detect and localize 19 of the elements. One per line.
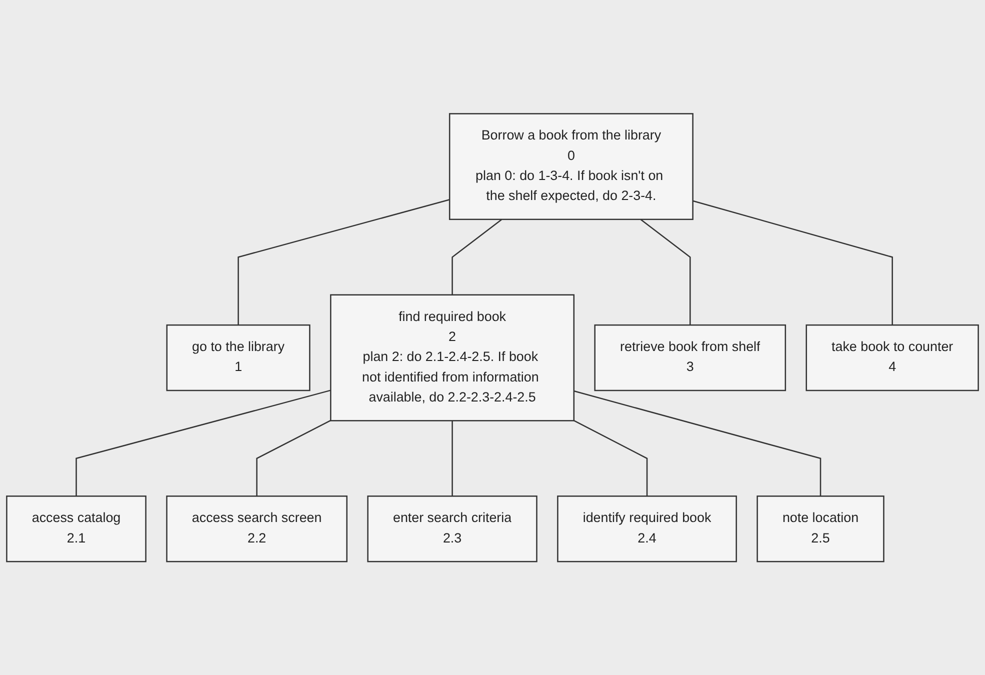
connector: [574, 420, 648, 496]
node-box: access search screen 2.2: [166, 495, 348, 562]
node-box: enter search criteria 2.3: [367, 495, 538, 562]
connector: [574, 390, 822, 496]
connector: [640, 218, 691, 325]
node-box: retrieve book from shelf 3: [594, 324, 786, 391]
connector: [692, 200, 893, 325]
node-box: identify required book 2.4: [557, 495, 737, 562]
connector: [452, 420, 453, 496]
node-box: access catalog 2.1: [6, 495, 146, 562]
connector: [256, 420, 331, 496]
connector: [76, 390, 331, 496]
node-box: note location 2.5: [756, 495, 884, 562]
node-box: go to the library 1: [166, 324, 310, 391]
node-box: find required book 2 plan 2: do 2.1-2.4-2.5. If book not identified from information available, do 2.2-2.3-2.4-2.5: [330, 294, 575, 422]
connector: [452, 218, 502, 295]
node-box: Borrow a book from the library 0 plan 0: do 1-3-4. If book isn't on the shelf expected, do 2-3-4.: [448, 112, 694, 220]
connector: [238, 198, 450, 325]
node-box: take book to counter 4: [806, 324, 979, 391]
